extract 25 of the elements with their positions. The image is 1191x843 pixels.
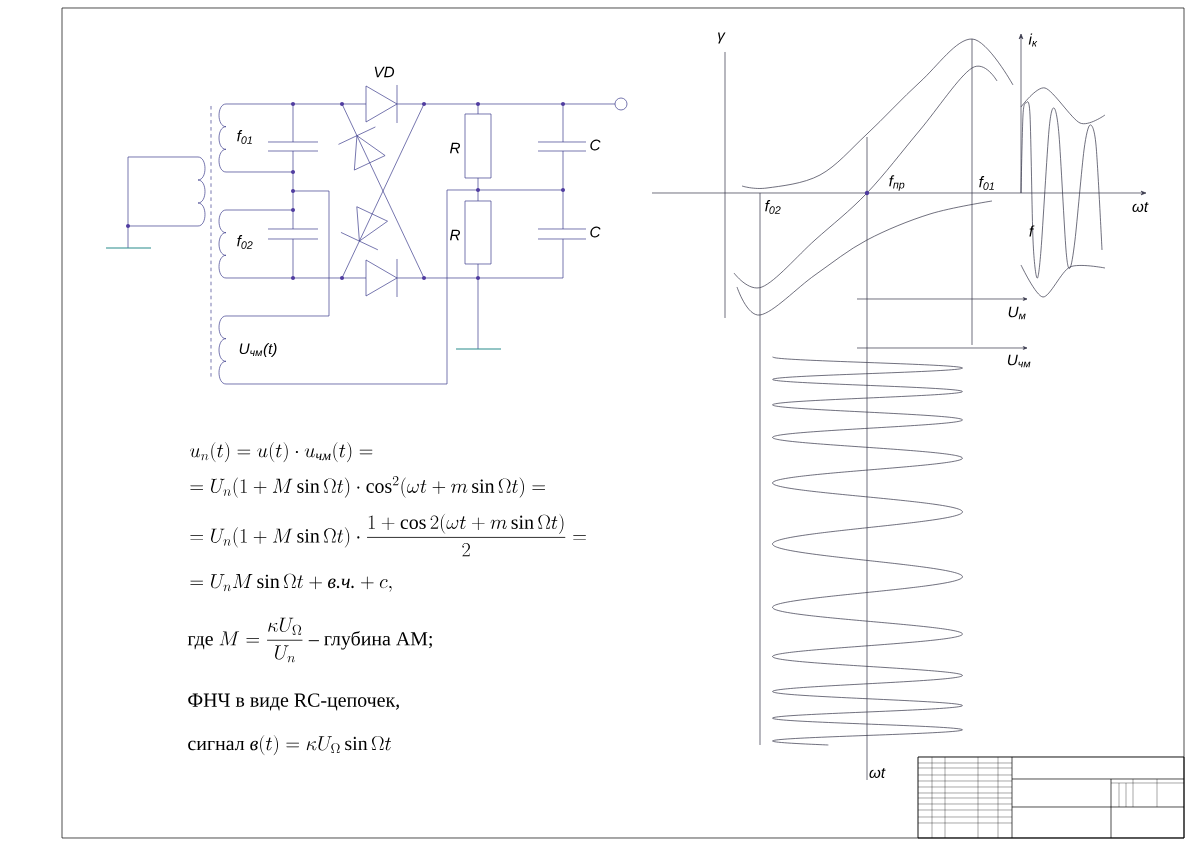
formula: $= U_n M\sin\Omega t+\textit{в.ч.}+c,$	[190, 573, 392, 592]
formula-text: где $M=\frac{\kappa U_\Omega}{U_n}$ – глубина АМ;	[187, 617, 432, 663]
formula: $= U_n(1+M\sin\Omega t)\cdot\cos^2(\omega t+m\sin\Omega t) =$	[190, 476, 546, 498]
axis-label: ωt	[1132, 202, 1149, 212]
component-label: C	[590, 226, 601, 238]
component-label: R	[450, 142, 461, 154]
component-label: R	[450, 229, 461, 241]
note-text: ФНЧ в виде RC-цепочек,	[188, 693, 399, 711]
component-label: VD	[374, 66, 395, 78]
signal-label: U$_{чм}$	[1007, 354, 1031, 368]
coil-label: U$_{чм}$(t)	[239, 342, 277, 358]
component-label: C	[590, 139, 601, 151]
frequency-label: f$_{01}$	[979, 176, 994, 190]
formula: $= U_n(1+M\sin\Omega t)\cdot\frac{1+\cos 2(\omega t+m\sin\Omega t)}{2} =$	[190, 513, 586, 557]
formula-text: сигнал $\textit{в}(t)=\kappa U_\Omega\sin\Omega t$	[188, 734, 392, 756]
frequency-label: f$_{пр}$	[889, 175, 905, 191]
axis-label: γ	[718, 32, 726, 44]
axis-label: i$_{к}$	[1028, 33, 1038, 47]
coil-label: f$_{02}$	[237, 235, 253, 249]
axis-label: ωt	[869, 768, 886, 778]
coil-label: f$_{01}$	[237, 130, 252, 144]
frequency-label: f	[1029, 225, 1035, 237]
formula: $u_n(t) = u(t)\cdot u_{\textit{чм}}(t) =$	[189, 441, 373, 463]
frequency-label: f$_{02}$	[765, 200, 781, 214]
signal-label: U$_{м}$	[1008, 306, 1026, 320]
